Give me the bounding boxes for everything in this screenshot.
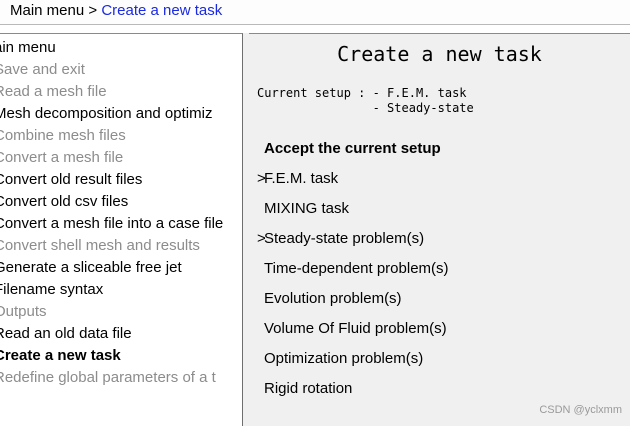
menu-item[interactable]: Read a mesh file [0,83,107,100]
menu-item[interactable]: Filename syntax [0,281,104,298]
breadcrumb: Main menu > Create a new task [0,0,630,25]
menu-item[interactable]: Save and exit [0,61,85,78]
option-optimization[interactable]: Optimization problem(s) [257,344,627,374]
option-label: Steady-state problem(s) [264,230,425,247]
option-label: Optimization problem(s) [264,350,424,367]
option-volume-of-fluid[interactable]: Volume Of Fluid problem(s) [257,314,627,344]
breadcrumb-current[interactable]: Create a new task [101,2,223,19]
task-options: Accept the current setup >F.E.M. task MI… [257,134,627,404]
left-menu-panel: ain menu Save and exit Read a mesh file … [0,33,243,426]
panel-title: Create a new task [337,42,542,66]
option-label: Time-dependent problem(s) [264,260,449,277]
option-label: F.E.M. task [264,170,339,187]
option-fem-task[interactable]: >F.E.M. task [257,164,627,194]
menu-item[interactable]: Redefine global parameters of a t [0,369,216,386]
menu-item[interactable]: Outputs [0,303,47,320]
option-rigid-rotation[interactable]: Rigid rotation [257,374,627,404]
toolbar-gap [0,25,630,33]
menu-item[interactable]: Read an old data file [0,325,132,342]
option-label: MIXING task [264,200,350,217]
menu-item[interactable]: Mesh decomposition and optimiz [0,105,213,122]
option-marker: > [257,230,266,247]
breadcrumb-separator: > [84,2,102,19]
option-label: Accept the current setup [264,140,441,157]
watermark: CSDN @yclxmm [539,404,622,416]
breadcrumb-root[interactable]: Main menu [10,2,85,19]
menu-item[interactable]: Convert shell mesh and results [0,237,200,254]
option-mixing-task[interactable]: MIXING task [257,194,627,224]
option-accept-setup[interactable]: Accept the current setup [257,134,627,164]
menu-item[interactable]: Combine mesh files [0,127,126,144]
option-label: Volume Of Fluid problem(s) [264,320,447,337]
menu-item[interactable]: Generate a sliceable free jet [0,259,182,276]
menu-item[interactable]: ain menu [0,39,56,56]
option-marker: > [257,170,266,187]
left-menu-list: ain menu Save and exit Read a mesh file … [0,37,223,389]
current-setup: Current setup : - F.E.M. task - Steady-s… [257,86,474,116]
option-label: Rigid rotation [264,380,353,397]
option-evolution[interactable]: Evolution problem(s) [257,284,627,314]
panel-splitter[interactable] [243,33,249,426]
menu-item[interactable]: Create a new task [0,347,121,364]
option-label: Evolution problem(s) [264,290,402,307]
setup-line-2: - Steady-state [257,101,474,115]
option-time-dependent[interactable]: Time-dependent problem(s) [257,254,627,284]
setup-line-1: Current setup : - F.E.M. task [257,86,467,100]
menu-item[interactable]: Convert old result files [0,171,143,188]
menu-item[interactable]: Convert a mesh file [0,149,124,166]
menu-item[interactable]: Convert a mesh file into a case file [0,215,224,232]
task-panel: Create a new task Current setup : - F.E.… [249,33,630,426]
option-steady-state[interactable]: >Steady-state problem(s) [257,224,627,254]
menu-item[interactable]: Convert old csv files [0,193,129,210]
